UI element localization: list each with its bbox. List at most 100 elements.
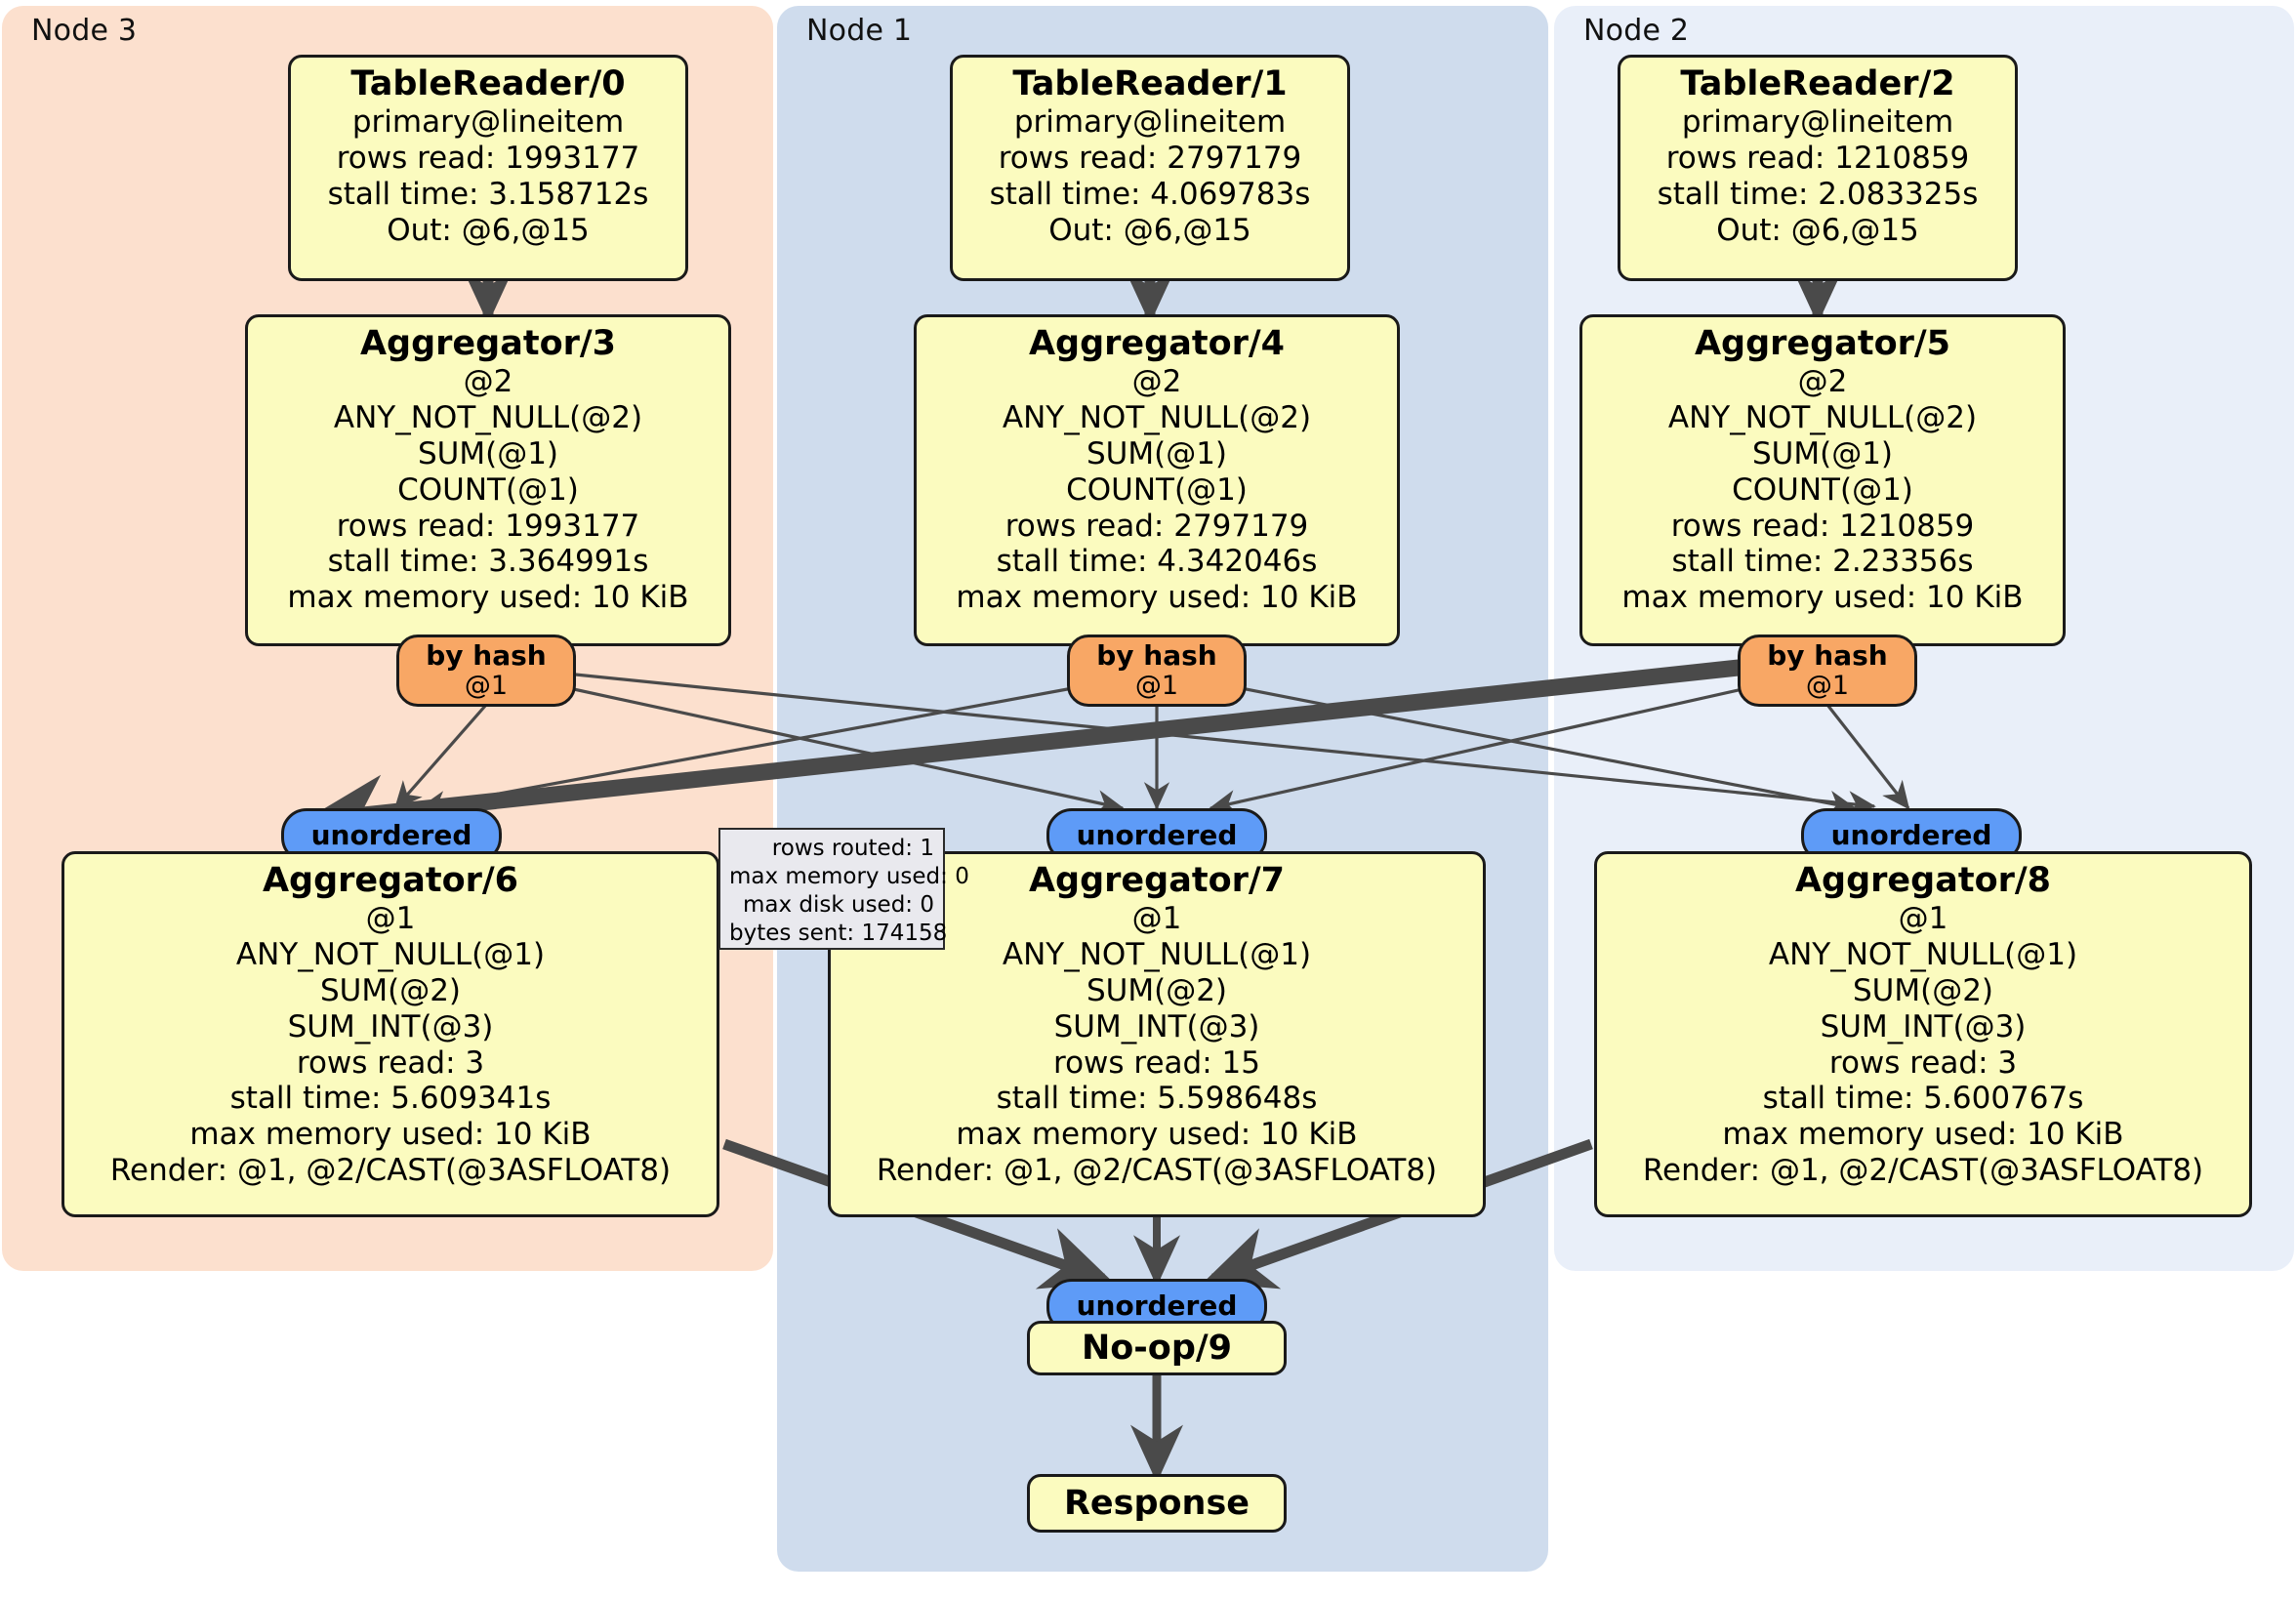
processor-line: stall time: 5.598648s: [996, 1081, 1318, 1117]
stream-unordered-8[interactable]: unordered: [1801, 808, 2022, 863]
stream-label: unordered: [1076, 818, 1238, 851]
processor-title: Aggregator/3: [359, 324, 617, 363]
processor-line: COUNT(@1): [397, 471, 579, 508]
processor-line: stall time: 2.083325s: [1657, 176, 1979, 212]
router-title: by hash: [426, 639, 547, 673]
processor-table-reader-1[interactable]: TableReader/1 primary@lineitem rows read…: [950, 55, 1350, 281]
processor-line: stall time: 3.158712s: [327, 176, 649, 212]
processor-line: stall time: 4.342046s: [996, 544, 1318, 580]
router-column: @1: [464, 670, 509, 701]
processor-line: max memory used: 10 KiB: [1722, 1117, 2124, 1153]
processor-table-reader-0[interactable]: TableReader/0 primary@lineitem rows read…: [288, 55, 688, 281]
processor-line: SUM(@2): [319, 972, 462, 1008]
processor-aggregator-6[interactable]: Aggregator/6 @1 ANY_NOT_NULL(@1) SUM(@2)…: [62, 851, 719, 1217]
processor-line: ANY_NOT_NULL(@2): [333, 399, 643, 435]
processor-line: rows read: 3: [296, 1044, 485, 1081]
processor-line: max memory used: 10 KiB: [287, 580, 689, 616]
processor-line: SUM_INT(@3): [1053, 1008, 1260, 1044]
processor-line: SUM_INT(@3): [1820, 1008, 2027, 1044]
processor-line: ANY_NOT_NULL(@2): [1667, 399, 1978, 435]
processor-title: Aggregator/7: [1028, 861, 1286, 900]
processor-line: max memory used: 10 KiB: [956, 1117, 1358, 1153]
processor-line: stall time: 5.600767s: [1762, 1081, 2084, 1117]
processor-aggregator-8[interactable]: Aggregator/8 @1 ANY_NOT_NULL(@1) SUM(@2)…: [1594, 851, 2252, 1217]
processor-line: SUM(@1): [1751, 435, 1894, 471]
processor-no-op-9[interactable]: No-op/9: [1027, 1321, 1287, 1375]
processor-line: rows read: 15: [1053, 1044, 1260, 1081]
processor-line: stall time: 2.23356s: [1671, 544, 1974, 580]
stat-line: max disk used: 0: [742, 891, 934, 918]
stat-line: rows routed: 1: [771, 836, 934, 861]
processor-table-reader-2[interactable]: TableReader/2 primary@lineitem rows read…: [1618, 55, 2018, 281]
processor-line: primary@lineitem: [351, 104, 625, 140]
processor-line: Out: @6,@15: [1716, 212, 1919, 248]
router-by-hash-4[interactable]: by hash @1: [1067, 635, 1247, 707]
processor-line: COUNT(@1): [1732, 471, 1913, 508]
processor-line: ANY_NOT_NULL(@1): [1768, 936, 2078, 972]
processor-line: stall time: 4.069783s: [989, 176, 1311, 212]
processor-aggregator-5[interactable]: Aggregator/5 @2 ANY_NOT_NULL(@2) SUM(@1)…: [1579, 314, 2066, 646]
processor-line: stall time: 5.609341s: [229, 1081, 552, 1117]
processor-line: rows read: 1993177: [336, 140, 640, 176]
processor-line: @2: [463, 364, 513, 399]
stream-label: unordered: [1076, 1289, 1238, 1322]
processor-line: SUM(@2): [1852, 972, 1994, 1008]
processor-line: SUM(@1): [417, 435, 559, 471]
cluster-label-node-2: Node 2: [1583, 14, 1690, 48]
processor-title: TableReader/2: [1680, 64, 1955, 103]
router-column: @1: [1805, 670, 1850, 701]
processor-line: @1: [365, 901, 416, 936]
processor-title: No-op/9: [1081, 1329, 1233, 1368]
processor-line: Render: @1, @2/CAST(@3ASFLOAT8): [1642, 1153, 2204, 1189]
processor-line: ANY_NOT_NULL(@1): [1002, 936, 1312, 972]
processor-line: Render: @1, @2/CAST(@3ASFLOAT8): [109, 1153, 672, 1189]
processor-aggregator-3[interactable]: Aggregator/3 @2 ANY_NOT_NULL(@2) SUM(@1)…: [245, 314, 731, 646]
processor-line: stall time: 3.364991s: [327, 544, 649, 580]
stream-label: unordered: [310, 818, 472, 851]
processor-line: @1: [1898, 901, 1948, 936]
stream-stats-tooltip: rows routed: 1 max memory used: 0 max di…: [718, 828, 969, 950]
processor-title: Response: [1063, 1484, 1250, 1523]
processor-line: max memory used: 10 KiB: [956, 580, 1358, 616]
processor-line: ANY_NOT_NULL(@2): [1002, 399, 1312, 435]
processor-line: @1: [1131, 901, 1182, 936]
cluster-label-node-3: Node 3: [31, 14, 138, 48]
stat-line: max memory used: 0: [729, 863, 969, 889]
stat-line: bytes sent: 174158: [729, 920, 948, 946]
stream-label: unordered: [1830, 818, 1992, 851]
processor-line: rows read: 2797179: [998, 140, 1302, 176]
processor-title: TableReader/0: [350, 64, 626, 103]
processor-line: primary@lineitem: [1013, 104, 1287, 140]
processor-title: TableReader/1: [1012, 64, 1288, 103]
router-by-hash-3[interactable]: by hash @1: [396, 635, 576, 707]
processor-title: Aggregator/6: [262, 861, 519, 900]
processor-aggregator-4[interactable]: Aggregator/4 @2 ANY_NOT_NULL(@2) SUM(@1)…: [914, 314, 1400, 646]
processor-line: Out: @6,@15: [1048, 212, 1251, 248]
processor-line: rows read: 1210859: [1665, 140, 1970, 176]
processor-aggregator-7[interactable]: Aggregator/7 @1 ANY_NOT_NULL(@1) SUM(@2)…: [828, 851, 1486, 1217]
processor-title: Aggregator/5: [1694, 324, 1951, 363]
router-title: by hash: [1096, 639, 1217, 673]
processor-response[interactable]: Response: [1027, 1474, 1287, 1533]
processor-line: primary@lineitem: [1681, 104, 1954, 140]
processor-line: Render: @1, @2/CAST(@3ASFLOAT8): [876, 1153, 1438, 1189]
processor-line: ANY_NOT_NULL(@1): [235, 936, 546, 972]
processor-line: max memory used: 10 KiB: [1621, 580, 2024, 616]
processor-line: rows read: 1993177: [336, 508, 640, 544]
processor-line: rows read: 1210859: [1670, 508, 1975, 544]
processor-title: Aggregator/4: [1028, 324, 1286, 363]
processor-line: @2: [1797, 364, 1848, 399]
processor-line: rows read: 3: [1828, 1044, 2018, 1081]
processor-line: rows read: 2797179: [1004, 508, 1309, 544]
processor-line: max memory used: 10 KiB: [189, 1117, 592, 1153]
processor-line: @2: [1131, 364, 1182, 399]
processor-line: SUM_INT(@3): [287, 1008, 494, 1044]
router-by-hash-5[interactable]: by hash @1: [1738, 635, 1917, 707]
processor-title: Aggregator/8: [1794, 861, 2052, 900]
router-column: @1: [1134, 670, 1179, 701]
router-title: by hash: [1767, 639, 1888, 673]
cluster-label-node-1: Node 1: [806, 14, 913, 48]
processor-line: SUM(@2): [1086, 972, 1228, 1008]
processor-line: COUNT(@1): [1066, 471, 1248, 508]
